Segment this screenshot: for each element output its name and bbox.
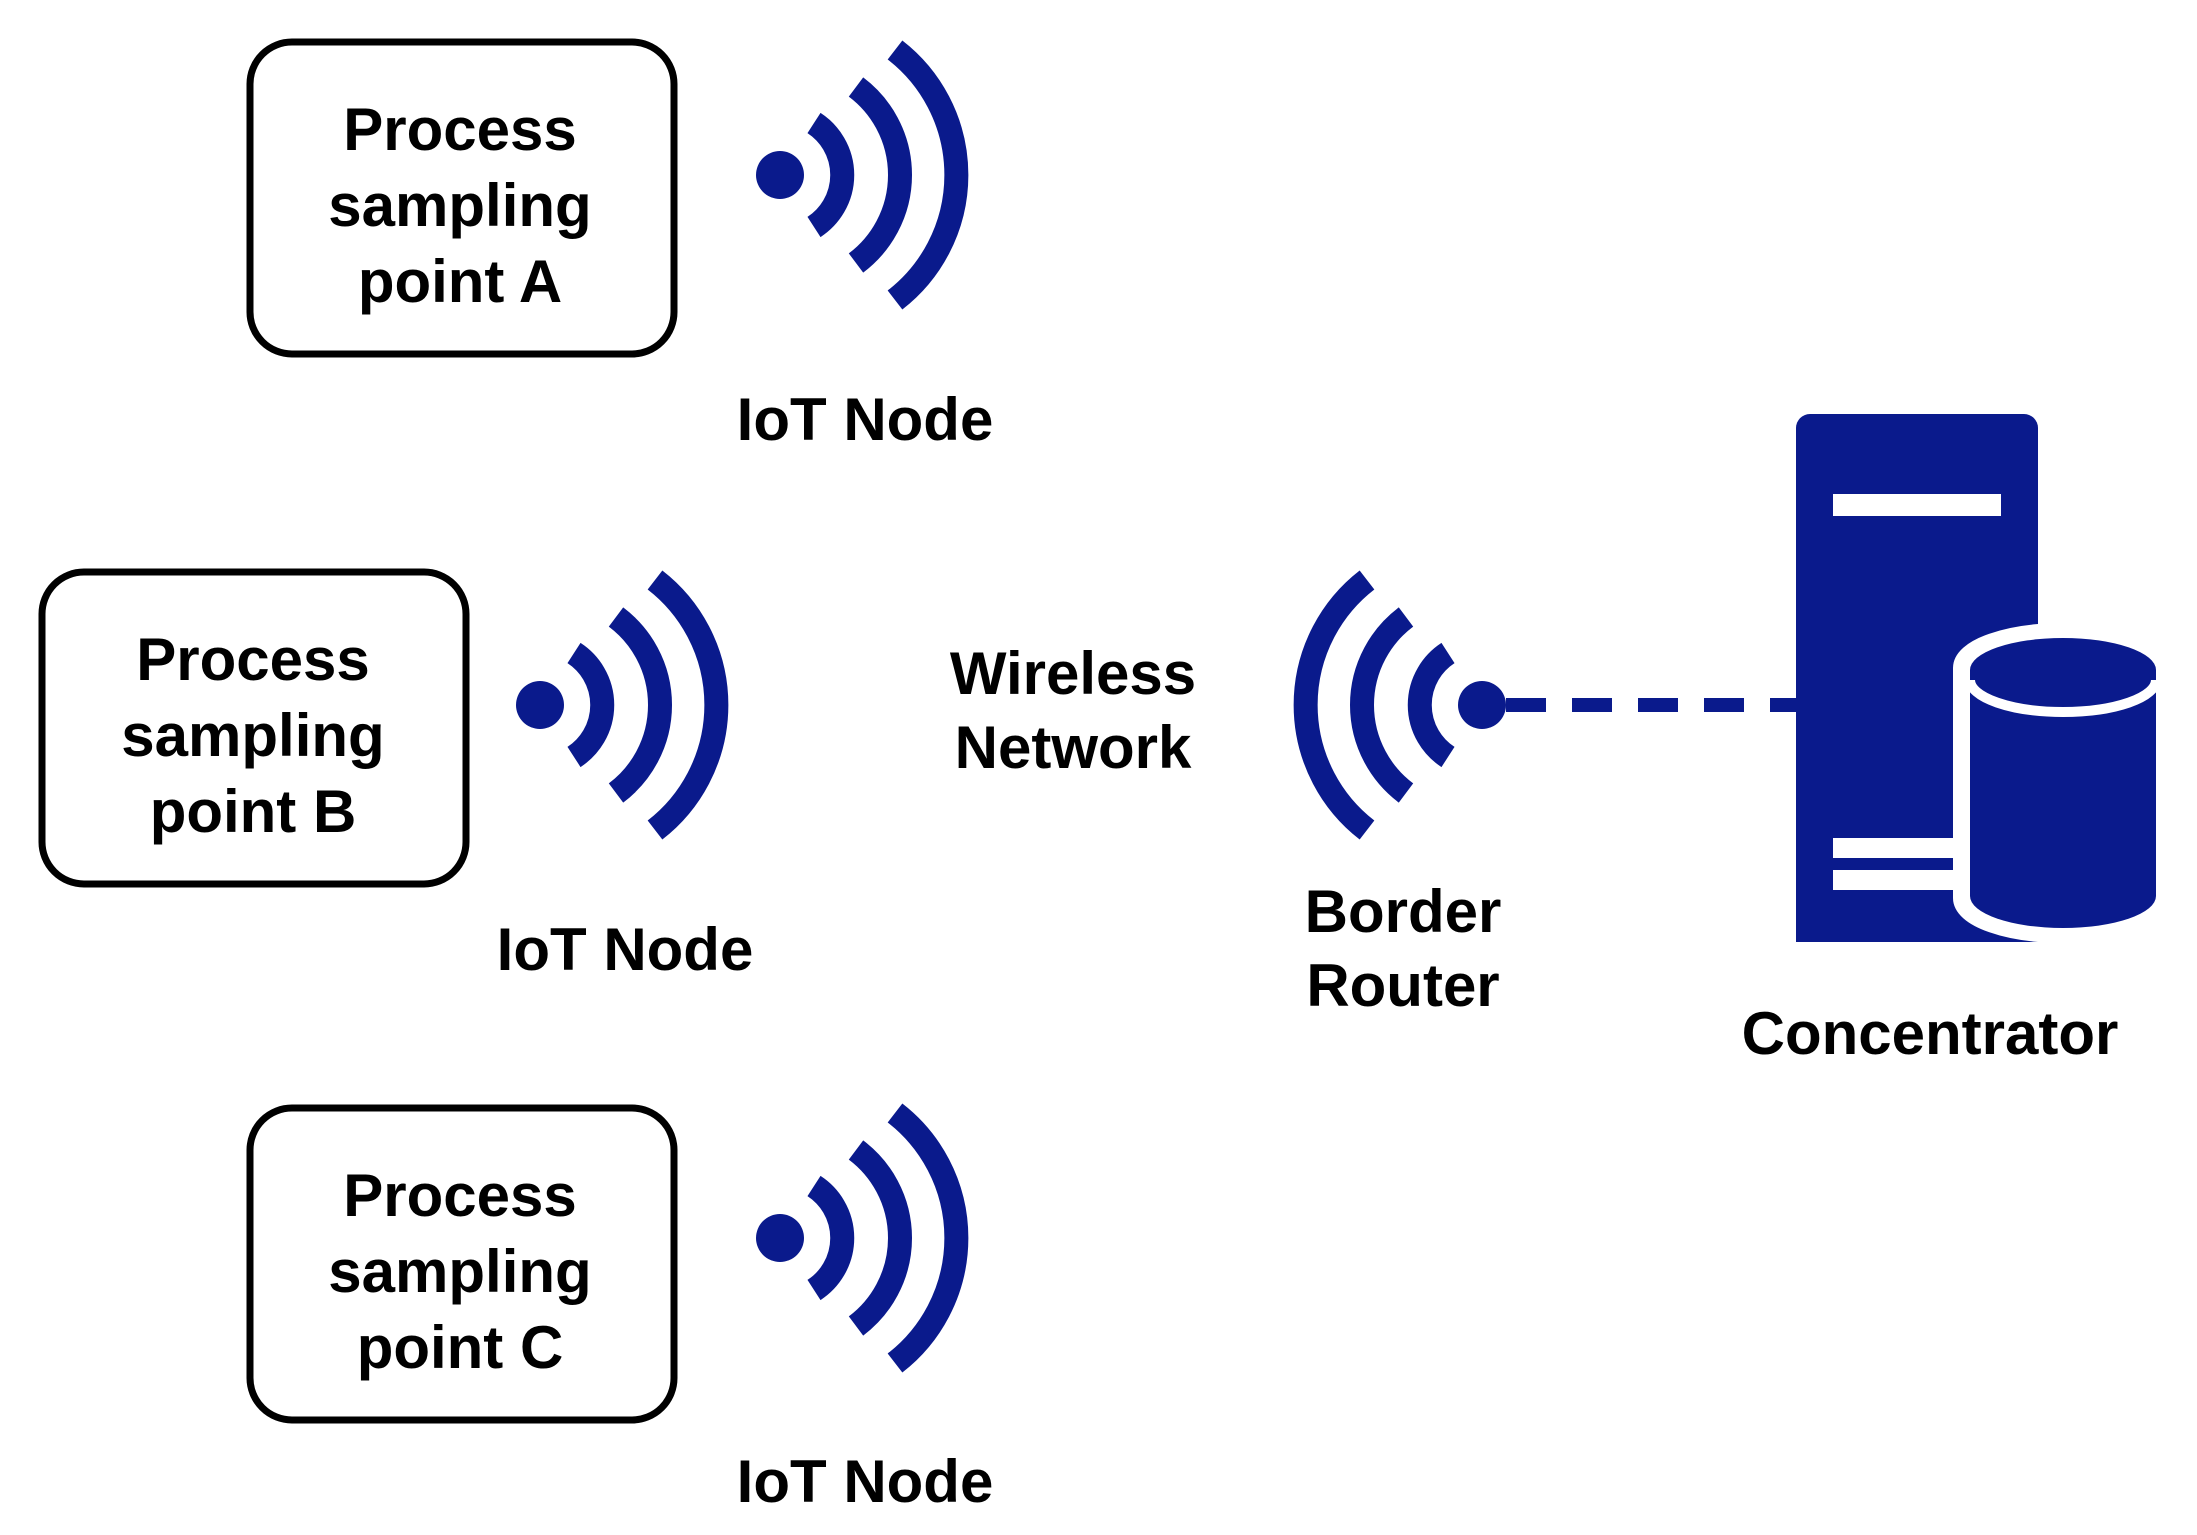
signal-arc-small	[1407, 642, 1455, 768]
signal-arc-large	[887, 40, 969, 310]
wireless-network-label: Wireless Network	[950, 640, 1196, 781]
signal-arc-small	[807, 1175, 855, 1301]
wireless-network-line1: Wireless	[950, 640, 1196, 707]
sampling-point-c-line2: sampling	[328, 1238, 591, 1305]
wireless-signal-icon	[756, 40, 969, 310]
wireless-network-line2: Network	[955, 714, 1192, 781]
wireless-signal-icon	[516, 570, 729, 840]
signal-dot	[756, 151, 804, 199]
wireless-signal-icon	[1293, 570, 1506, 840]
sampling-point-b-line3: point B	[150, 778, 357, 845]
database-cylinder-body	[1970, 638, 2156, 928]
sampling-point-c-line3: point C	[357, 1314, 564, 1381]
server-database-icon	[1796, 414, 2173, 943]
signal-arc-medium	[1350, 607, 1414, 803]
sampling-point-c-line1: Process	[343, 1162, 577, 1229]
sampling-point-a-line2: sampling	[328, 172, 591, 239]
border-router: Border Router	[1293, 570, 1506, 1019]
sampling-point-b-line2: sampling	[121, 702, 384, 769]
concentrator-label: Concentrator	[1742, 1000, 2119, 1067]
database-cylinder	[1953, 623, 2173, 943]
signal-dot	[516, 681, 564, 729]
sampling-point-b-line1: Process	[136, 626, 370, 693]
wireless-signal-icon	[756, 1103, 969, 1373]
signal-arc-medium	[608, 607, 672, 803]
signal-arc-medium	[848, 1140, 912, 1336]
sampling-group-a: Process sampling point A IoT Node	[246, 38, 994, 453]
signal-arc-large	[887, 1103, 969, 1373]
iot-node-b-label: IoT Node	[497, 916, 754, 983]
signal-arc-small	[807, 112, 855, 238]
database-cylinder-rim	[1965, 679, 2161, 717]
border-router-line2: Router	[1306, 952, 1499, 1019]
signal-arc-medium	[848, 77, 912, 273]
signal-arc-small	[567, 642, 615, 768]
sampling-group-c: Process sampling point C IoT Node	[246, 1103, 994, 1515]
signal-dot	[756, 1214, 804, 1262]
sampling-point-box-a	[246, 38, 678, 358]
server-slot-top	[1833, 494, 2001, 516]
iot-node-a-label: IoT Node	[737, 386, 994, 453]
sampling-group-b: Process sampling point B IoT Node	[38, 568, 754, 983]
sampling-point-box-c	[246, 1104, 678, 1424]
border-router-line1: Border	[1305, 878, 1502, 945]
signal-dot	[1458, 681, 1506, 729]
signal-arc-large	[1293, 570, 1375, 840]
sampling-point-a-line3: point A	[358, 248, 562, 315]
iot-node-c-label: IoT Node	[737, 1448, 994, 1515]
signal-arc-large	[647, 570, 729, 840]
sampling-point-a-line1: Process	[343, 96, 577, 163]
sampling-point-box-b	[38, 568, 470, 888]
